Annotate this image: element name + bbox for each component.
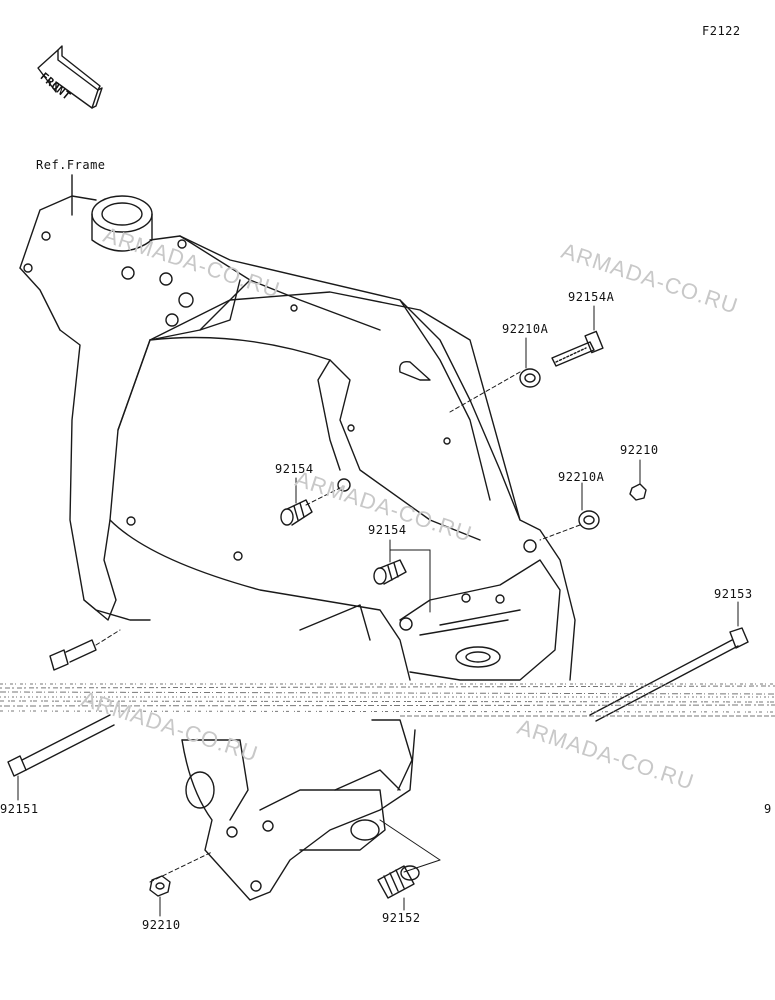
part-92154a-label: 92154A bbox=[568, 290, 615, 304]
bolt-92153 bbox=[589, 627, 749, 722]
scan-artifact-band bbox=[0, 683, 775, 717]
washer-92210a-top bbox=[519, 368, 541, 388]
part-92151-label: 92151 bbox=[0, 802, 39, 816]
bolt-92151 bbox=[7, 714, 115, 777]
pivot-section bbox=[399, 539, 561, 681]
washer-92210a-mid bbox=[578, 510, 600, 530]
adjuster-92154-left bbox=[280, 499, 313, 526]
bolt-92154a bbox=[551, 330, 604, 367]
adjuster-92152 bbox=[377, 865, 420, 899]
lower-frame bbox=[181, 719, 416, 901]
front-arrow-icon bbox=[37, 45, 103, 109]
ref-frame-label: Ref.Frame bbox=[36, 158, 106, 172]
edge-mark-label: 9 bbox=[764, 802, 772, 816]
leader-lines bbox=[17, 305, 739, 917]
bolt-left-short bbox=[49, 639, 97, 671]
part-92210-bottom-label: 92210 bbox=[142, 918, 181, 932]
part-92210-right-label: 92210 bbox=[620, 443, 659, 457]
part-92210a-top-label: 92210A bbox=[502, 322, 549, 336]
main-frame-outline bbox=[59, 235, 576, 681]
figure-code: F2122 bbox=[702, 24, 741, 38]
part-92154-mid-label: 92154 bbox=[368, 523, 407, 537]
adjuster-92154-mid bbox=[373, 559, 407, 585]
part-92152-label: 92152 bbox=[382, 911, 421, 925]
nut-92210-bottom bbox=[149, 875, 171, 897]
steering-head bbox=[19, 195, 153, 331]
part-92154-left-label: 92154 bbox=[275, 462, 314, 476]
nut-92210-right bbox=[629, 483, 647, 501]
part-92153-label: 92153 bbox=[714, 587, 753, 601]
part-92210a-mid-label: 92210A bbox=[558, 470, 605, 484]
